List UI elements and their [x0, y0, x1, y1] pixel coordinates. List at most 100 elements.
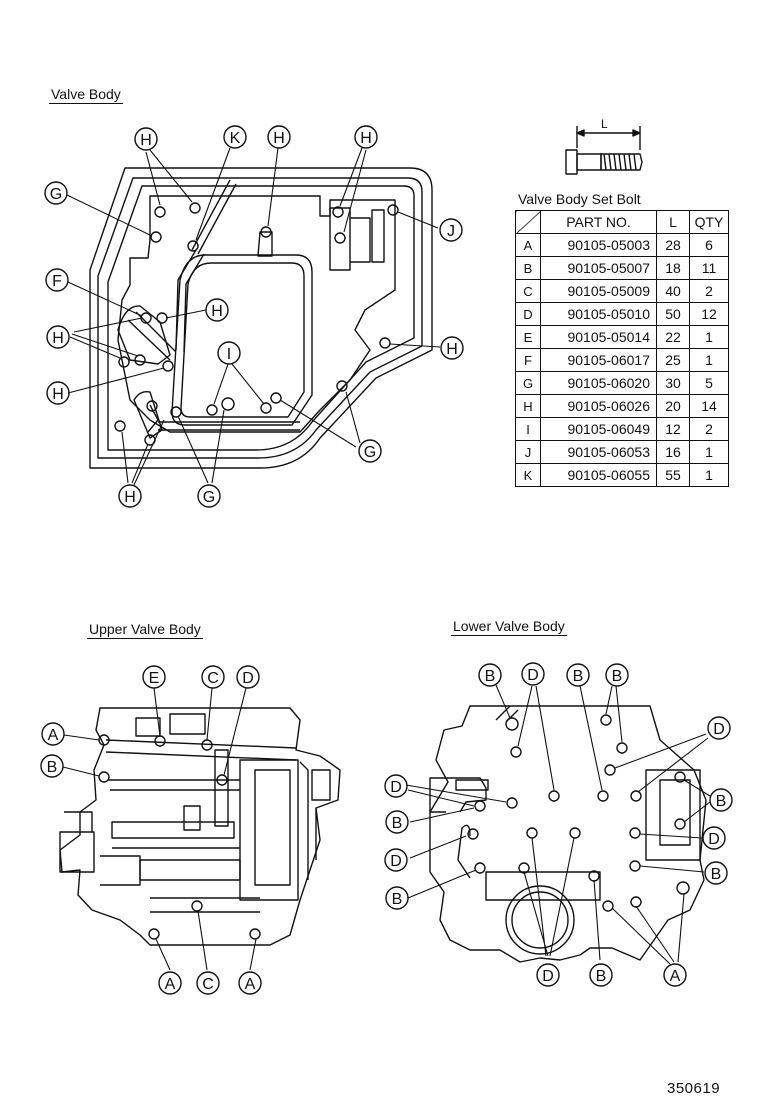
bolt-length-label: L [601, 117, 608, 131]
figure-number: 350619 [667, 1080, 721, 1097]
callout-uvb-7: C [196, 971, 220, 995]
row-length: 40 [656, 279, 690, 303]
svg-text:D: D [708, 831, 720, 848]
svg-text:H: H [446, 341, 458, 358]
row-letter: D [515, 302, 541, 326]
svg-text:F: F [52, 273, 62, 290]
row-letter: J [515, 440, 541, 464]
svg-text:B: B [716, 793, 727, 810]
callout-vb-2: K [223, 125, 247, 149]
row-qty: 1 [689, 463, 729, 487]
callout-vb-12: I [217, 341, 241, 365]
svg-text:I: I [227, 346, 231, 363]
svg-text:H: H [140, 132, 152, 149]
callout-lvb-11: B [704, 861, 728, 885]
callout-uvb-3: D [236, 665, 260, 689]
callout-uvb-2: C [201, 665, 225, 689]
row-length: 50 [656, 302, 690, 326]
row-qty: 2 [689, 417, 729, 441]
callout-vb-7: F [45, 268, 69, 292]
row-qty: 6 [689, 233, 729, 257]
upper-valve-body-bolt-holes [98, 734, 261, 940]
row-letter: H [515, 394, 541, 418]
svg-text:H: H [52, 330, 64, 347]
header-diagonal-cell [515, 210, 541, 234]
svg-text:K: K [230, 130, 241, 147]
header-part-no: PART NO. [540, 210, 657, 234]
svg-text:B: B [612, 668, 623, 685]
row-qty: 14 [689, 394, 729, 418]
row-part-no: 90105-05014 [540, 325, 657, 349]
callout-lvb-13: B [589, 963, 613, 987]
svg-text:E: E [149, 670, 160, 687]
callout-vb-10: H [46, 381, 70, 405]
callout-lvb-15: B [385, 886, 409, 910]
svg-text:D: D [527, 667, 539, 684]
callout-lvb-1: B [478, 663, 502, 687]
row-part-no: 90105-06017 [540, 348, 657, 372]
svg-text:B: B [485, 668, 496, 685]
callout-vb-11: H [440, 336, 464, 360]
svg-text:A: A [165, 976, 176, 993]
row-part-no: 90105-06026 [540, 394, 657, 418]
svg-text:A: A [670, 968, 681, 985]
svg-text:B: B [573, 668, 584, 685]
callout-vb-13: G [358, 439, 382, 463]
callout-vb-9: H [46, 325, 70, 349]
svg-text:D: D [542, 968, 554, 985]
row-letter: G [515, 371, 541, 395]
row-length: 28 [656, 233, 690, 257]
row-qty: 11 [689, 256, 729, 280]
callout-vb-4: H [354, 125, 378, 149]
callout-vb-14: H [118, 484, 142, 508]
row-letter: C [515, 279, 541, 303]
svg-text:H: H [124, 489, 136, 506]
svg-text:C: C [207, 670, 219, 687]
lower-valve-body-leaders [405, 684, 711, 965]
row-qty: 5 [689, 371, 729, 395]
callout-vb-3: H [267, 125, 291, 149]
row-qty: 1 [689, 325, 729, 349]
row-part-no: 90105-05010 [540, 302, 657, 326]
callout-lvb-3: B [566, 663, 590, 687]
row-part-no: 90105-05003 [540, 233, 657, 257]
row-part-no: 90105-06049 [540, 417, 657, 441]
callout-lvb-2: D [521, 662, 545, 686]
svg-text:J: J [447, 223, 455, 240]
row-length: 22 [656, 325, 690, 349]
svg-text:A: A [48, 727, 59, 744]
row-part-no: 90105-06053 [540, 440, 657, 464]
header-qty: QTY [689, 210, 729, 234]
callout-lvb-9: D [702, 826, 726, 850]
row-length: 12 [656, 417, 690, 441]
row-length: 20 [656, 394, 690, 418]
row-length: 55 [656, 463, 690, 487]
valve-body-drawing [89, 167, 433, 469]
upper-valve-body-leaders [62, 687, 257, 971]
svg-text:B: B [711, 866, 722, 883]
row-letter: B [515, 256, 541, 280]
svg-text:H: H [360, 130, 372, 147]
callout-lvb-8: B [385, 810, 409, 834]
svg-text:H: H [52, 386, 64, 403]
svg-text:B: B [596, 968, 607, 985]
row-part-no: 90105-05007 [540, 256, 657, 280]
row-length: 30 [656, 371, 690, 395]
row-letter: A [515, 233, 541, 257]
callout-lvb-6: D [384, 774, 408, 798]
valve-body-title: Valve Body [49, 86, 123, 104]
bolt-table-header-row: PART NO. L QTY [515, 210, 729, 234]
bolt-table-caption: Valve Body Set Bolt [518, 191, 641, 207]
callout-uvb-1: E [142, 665, 166, 689]
row-letter: F [515, 348, 541, 372]
svg-text:D: D [390, 853, 402, 870]
